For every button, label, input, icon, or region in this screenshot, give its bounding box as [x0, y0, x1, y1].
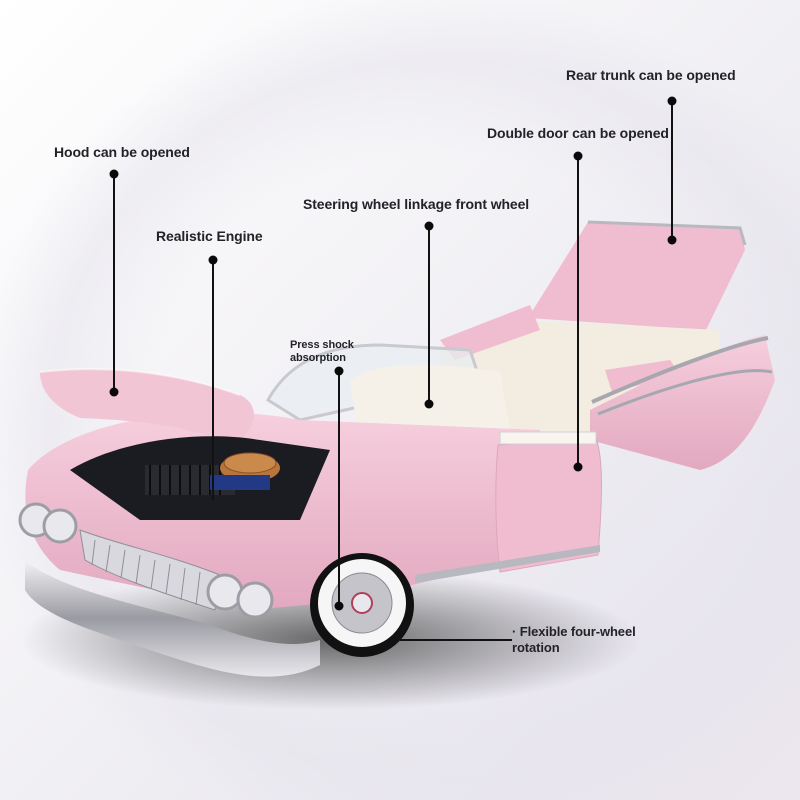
steering-callout-dot-bottom: [424, 399, 434, 409]
hood-callout-dot-top: [109, 169, 119, 179]
four-wheel-label-line2: rotation: [512, 640, 560, 655]
shock-callout-dot-bottom: [334, 601, 344, 611]
hood-callout-line: [113, 174, 115, 392]
rear-trunk-label: Rear trunk can be opened: [566, 67, 736, 83]
rear-trunk-callout-dot-top: [667, 96, 677, 106]
steering-callout-dot-top: [424, 221, 434, 231]
shock-label-line1: Press shock: [290, 339, 354, 351]
double-door-callout-dot-top: [573, 151, 583, 161]
steering-callout-line: [428, 226, 430, 404]
double-door-callout-line: [577, 156, 579, 466]
engine-callout-dot-top: [208, 255, 218, 265]
steering-label: Steering wheel linkage front wheel: [303, 196, 530, 212]
hood-label: Hood can be opened: [54, 144, 190, 160]
engine-label: Realistic Engine: [156, 228, 263, 244]
engine-callout-line: [212, 260, 214, 500]
shock-callout-dot-top: [334, 366, 344, 376]
four-wheel-callout-line: [400, 639, 512, 641]
shock-callout-line: [338, 370, 340, 606]
shock-label-line2: absorption: [290, 352, 346, 364]
rear-trunk-callout-line: [671, 101, 673, 239]
double-door-label: Double door can be opened: [487, 125, 669, 141]
hood-callout-dot-bottom: [109, 387, 119, 397]
double-door-callout-dot-bottom: [573, 462, 583, 472]
four-wheel-label-line1: · Flexible four-wheel: [512, 624, 636, 639]
rear-trunk-callout-dot-bottom: [667, 235, 677, 245]
